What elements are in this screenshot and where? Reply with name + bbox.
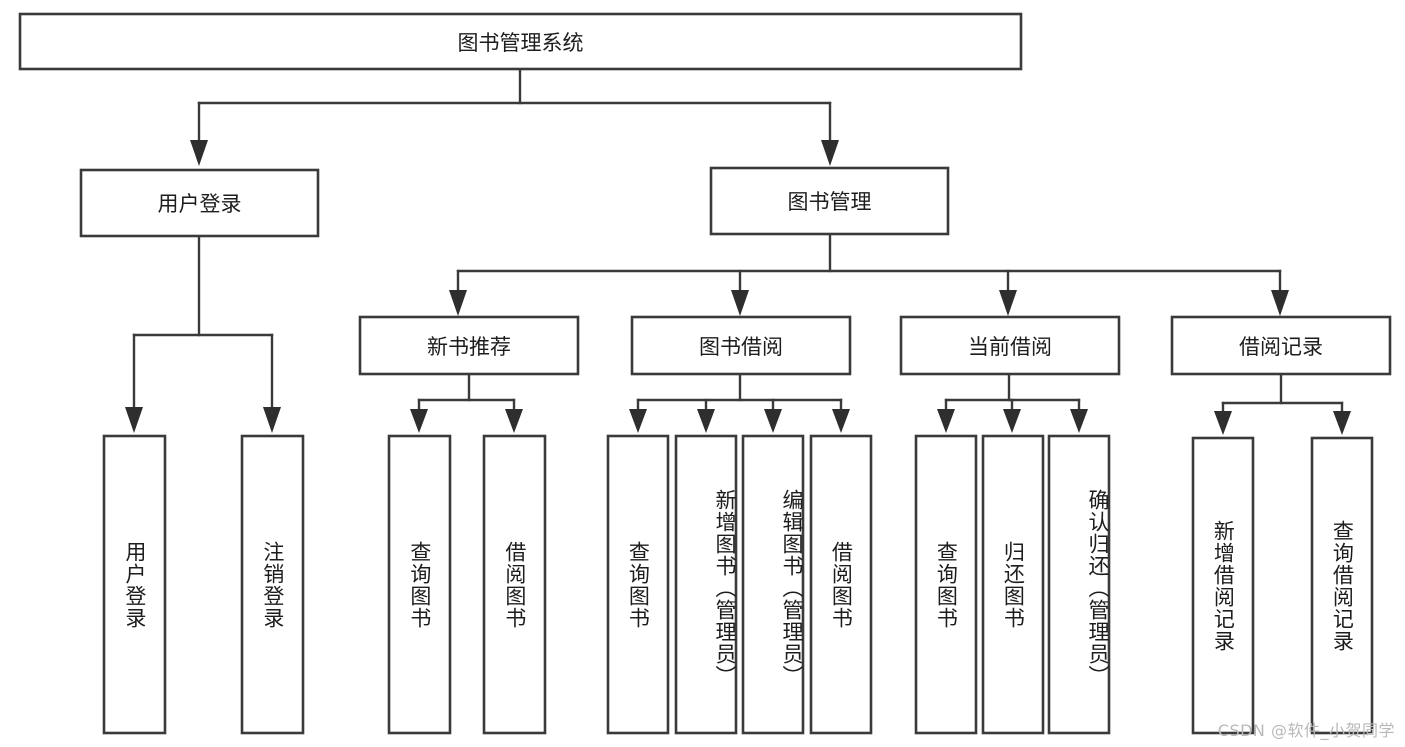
connector-group-book-borrow — [629, 372, 850, 433]
node-leaf-br-query-record[interactable] — [1310, 436, 1374, 735]
arrow-head-leaf-logout — [263, 407, 281, 433]
arrow-head-user-login — [190, 140, 208, 166]
node-leaf-br-add-record[interactable] — [1191, 436, 1255, 735]
node-leaf-bb-add-book[interactable] — [674, 434, 738, 735]
arrow-head-cb-leaf-3 — [1070, 409, 1088, 433]
node-book-borrow[interactable] — [630, 315, 852, 376]
arrow-head-br-leaf-2 — [1333, 411, 1351, 435]
arrow-head-bb-leaf-1 — [629, 409, 647, 433]
node-book-management[interactable] — [709, 166, 950, 236]
arrow-head-bb-leaf-2 — [697, 409, 715, 433]
node-current-borrow[interactable] — [899, 315, 1121, 376]
node-leaf-cb-return-book[interactable] — [981, 434, 1045, 735]
arrow-head-borrow-record — [1271, 290, 1289, 316]
node-leaf-bb-borrow-book[interactable] — [809, 434, 873, 735]
node-new-book-recommend[interactable] — [358, 315, 580, 376]
arrow-head-book-borrow — [731, 290, 749, 316]
connector-group-root — [190, 67, 839, 166]
node-leaf-cb-confirm-return[interactable] — [1047, 434, 1111, 735]
arrow-head-br-leaf-1 — [1214, 411, 1232, 435]
connector-group-book-mgmt — [449, 232, 1289, 316]
arrow-head-leaf-user-login — [125, 407, 143, 433]
arrow-head-current-borrow — [999, 290, 1017, 316]
arrow-head-bb-leaf-4 — [832, 409, 850, 433]
arrow-head-cb-leaf-1 — [937, 409, 955, 433]
node-leaf-user-login[interactable] — [102, 434, 167, 735]
node-leaf-nb-borrow-book[interactable] — [482, 434, 547, 735]
arrow-head-new-book — [449, 290, 467, 316]
node-borrow-record[interactable] — [1170, 315, 1392, 376]
connector-group-user-login — [125, 234, 281, 433]
arrow-head-nb-leaf-1 — [410, 409, 428, 433]
node-root[interactable] — [18, 12, 1023, 71]
node-leaf-cb-query-book[interactable] — [914, 434, 978, 735]
connector-group-new-book — [410, 372, 523, 433]
arrow-head-book-mgmt — [821, 140, 839, 166]
node-leaf-bb-query-book[interactable] — [606, 434, 670, 735]
arrow-head-bb-leaf-3 — [764, 409, 782, 433]
node-leaf-bb-edit-book[interactable] — [741, 434, 805, 735]
connector-group-borrow-record — [1214, 372, 1351, 435]
arrow-head-nb-leaf-2 — [505, 409, 523, 433]
node-user-login[interactable] — [79, 168, 320, 238]
node-leaf-logout[interactable] — [240, 434, 305, 735]
node-leaf-nb-query-book[interactable] — [387, 434, 452, 735]
connector-group-current-borrow — [937, 372, 1088, 433]
arrow-head-cb-leaf-2 — [1003, 409, 1021, 433]
